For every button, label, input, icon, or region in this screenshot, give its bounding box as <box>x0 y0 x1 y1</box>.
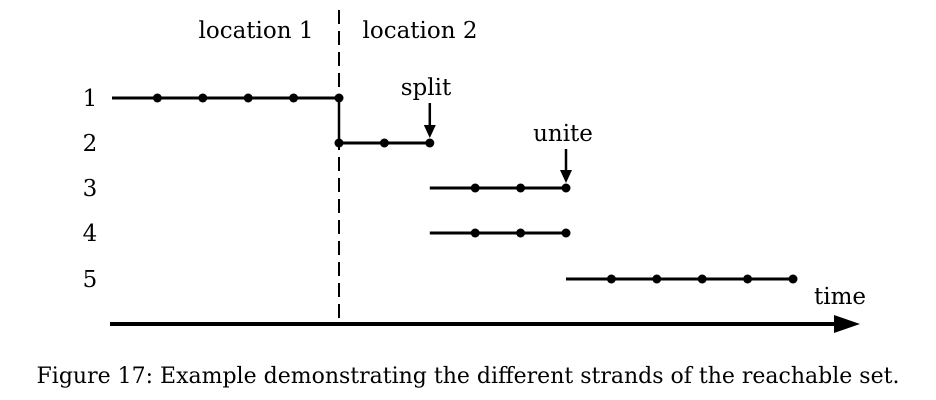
row-label-3: 3 <box>83 176 98 202</box>
strand-2-point <box>425 138 435 148</box>
strand-1-point <box>289 93 299 103</box>
strand-2-point <box>334 138 344 148</box>
strand-3-point <box>516 183 526 193</box>
strand-2-point <box>379 138 389 148</box>
split-arrow-head <box>423 125 436 138</box>
strand-5-point <box>606 274 616 284</box>
strand-4-point <box>516 228 526 238</box>
strand-3-point <box>561 183 571 193</box>
row-label-5: 5 <box>83 267 98 293</box>
strand-1-point <box>152 93 162 103</box>
time-axis-arrowhead <box>834 315 860 333</box>
strand-5-point <box>743 274 753 284</box>
strand-1-point <box>243 93 253 103</box>
row-label-1: 1 <box>83 86 98 112</box>
strand-1-point <box>334 93 344 103</box>
location-1-label: location 1 <box>199 18 314 44</box>
unite-label: unite <box>533 121 593 147</box>
unite-arrow-head <box>560 170 572 183</box>
split-label: split <box>401 75 452 101</box>
strand-5-point <box>697 274 707 284</box>
strand-3-point <box>470 183 480 193</box>
row-label-2: 2 <box>83 131 98 157</box>
strand-4-point <box>561 228 571 238</box>
strand-4-point <box>470 228 480 238</box>
strand-5-point <box>652 274 662 284</box>
figure-caption: Figure 17: Example demonstrating the dif… <box>37 364 900 389</box>
strand-layer <box>110 10 860 333</box>
time-axis-label: time <box>814 284 866 310</box>
row-label-4: 4 <box>83 221 98 247</box>
strand-1-point <box>198 93 208 103</box>
strand-5-point <box>788 274 798 284</box>
location-2-label: location 2 <box>363 18 478 44</box>
